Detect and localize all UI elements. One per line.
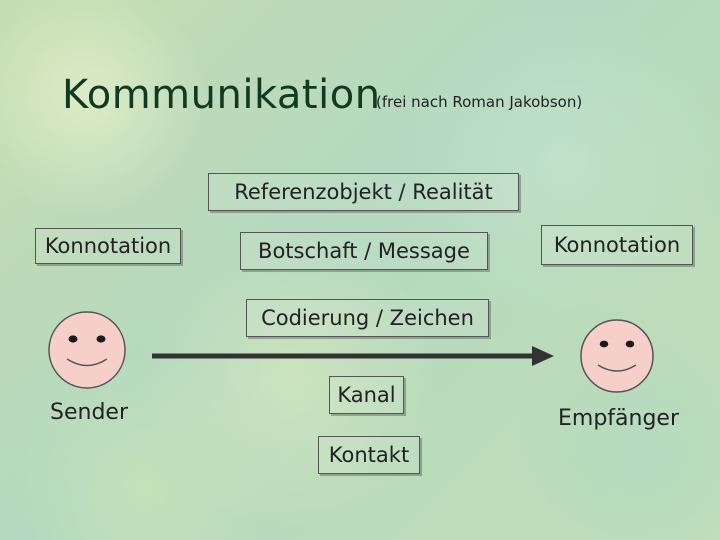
- empfaenger-label: Empfänger: [558, 406, 680, 431]
- arrow-right-icon: [152, 346, 554, 366]
- botschaft-box: Botschaft / Message: [240, 232, 488, 270]
- page-title: Kommunikation: [62, 72, 381, 118]
- codierung-box: Codierung / Zeichen: [246, 299, 489, 337]
- receiver-smiley-icon: [580, 319, 654, 393]
- kontakt-box: Kontakt: [318, 436, 420, 474]
- referenzobjekt-box: Referenzobjekt / Realität: [208, 173, 519, 211]
- konnotation-right-box: Konnotation: [541, 225, 693, 265]
- sender-label: Sender: [50, 400, 128, 425]
- page-subtitle: (frei nach Roman Jakobson): [376, 93, 583, 111]
- sender-smiley-icon: [48, 311, 126, 389]
- konnotation-left-box: Konnotation: [35, 228, 181, 264]
- kanal-box: Kanal: [329, 376, 404, 414]
